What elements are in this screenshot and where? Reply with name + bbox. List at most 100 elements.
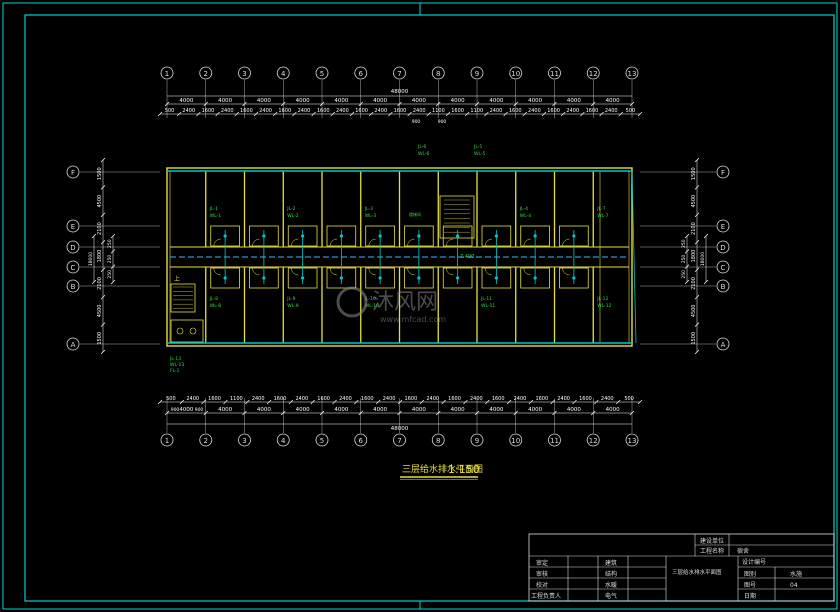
tb-row-struct: 结构 — [605, 570, 617, 578]
top-detail-dim-value: 2400 — [605, 108, 618, 114]
right-side-dim-tick — [694, 157, 700, 163]
pipe-tag-top: WL-6 — [418, 151, 430, 157]
watermark: 沐风网 www.mfcad.com — [336, 286, 446, 324]
pipe-tag-south: WL-8 — [210, 303, 222, 309]
top-bay-dim-tick — [552, 101, 557, 107]
top-bay-dim-value: 4000 — [567, 98, 581, 104]
door-swing-south — [291, 267, 299, 276]
bottom-bay-dim-tick — [281, 410, 286, 416]
top-bay-dim-tick — [591, 101, 596, 107]
bottom-detail-dim-tick — [332, 399, 337, 405]
bottom-detail-dim-tick — [550, 399, 555, 405]
top-detail-dim-tick — [599, 111, 604, 117]
top-detail-dim-value: 1600 — [547, 108, 560, 114]
top-detail-dim-tick — [215, 111, 220, 117]
bottom-detail-dim-tick — [354, 399, 359, 405]
door-swing-north — [407, 238, 415, 247]
bottom-small-dim: 900 — [171, 407, 180, 413]
toilet-west — [170, 319, 204, 343]
bottom-detail-dim-value: 1600 — [579, 396, 592, 402]
fixture-circle — [176, 327, 184, 335]
bottom-detail-dim-value: 1600 — [274, 396, 287, 402]
bottom-detail-dim-value: 2400 — [426, 396, 439, 402]
top-bay-dim-tick — [203, 101, 208, 107]
bottom-bay-dim-tick — [358, 410, 363, 416]
pipe-tag-north: WL-7 — [597, 213, 609, 219]
tb-row-check: 校对 — [536, 581, 548, 589]
top-bay-dim-tick — [397, 101, 402, 107]
row-axis-label-left: C — [71, 264, 76, 272]
top-detail-dim-value: 2400 — [259, 108, 272, 114]
top-small-dim: 900 — [412, 119, 421, 125]
riser-north — [572, 234, 576, 238]
right-side-dim-tick — [694, 294, 700, 300]
top-detail-dim-tick — [388, 111, 393, 117]
row-axis-bubble-right — [716, 165, 730, 179]
axis-label-bottom: 8 — [436, 437, 440, 445]
top-detail-dim-tick — [157, 111, 163, 117]
right-side-dim-value: 1800 — [691, 250, 697, 263]
axis-label-top: 6 — [359, 70, 364, 78]
right-sub-dim-tick — [684, 264, 690, 269]
row-axis-label-right: F — [721, 169, 725, 177]
bottom-bay-dim-tick — [552, 410, 557, 416]
row-axis-bubble-left — [66, 219, 80, 233]
top-detail-dim-tick — [618, 111, 624, 117]
pipe-tag-north: WL-1 — [210, 213, 222, 219]
axis-label-top: 7 — [397, 70, 401, 78]
riser-south — [572, 276, 576, 280]
bottom-bay-dim-value: 4000 — [489, 407, 503, 413]
top-detail-dim-value: 2400 — [182, 108, 195, 114]
top-detail-dim-tick — [176, 111, 182, 117]
bottom-detail-dim-tick — [245, 399, 250, 405]
riser-north — [339, 234, 343, 238]
axis-label-bottom: 13 — [628, 437, 637, 445]
row-axis-bubble-right — [716, 219, 730, 233]
top-detail-dim-value: 1100 — [470, 108, 483, 114]
left-total-dim-value: 18000 — [88, 252, 94, 266]
pipe-tag-south: JL-10 — [364, 296, 376, 302]
bottom-detail-dim-value: 2400 — [252, 396, 265, 402]
right-side-dim-tick — [694, 322, 700, 327]
pipe-tag-bottom: FL-1 — [170, 368, 180, 374]
left-side-dim-tick — [100, 212, 106, 218]
exterior-wall — [166, 167, 633, 347]
axis-bubble-bottom — [548, 433, 561, 447]
axis-bubble-bottom — [238, 433, 251, 447]
riser-north — [262, 234, 266, 238]
riser-north — [456, 234, 460, 238]
title-block-frame — [528, 533, 835, 602]
left-side-dim-value: 4500 — [97, 195, 103, 208]
axis-label-bottom: 1 — [165, 437, 169, 445]
bottom-bay-dim-value: 4000 — [179, 407, 193, 413]
bottom-detail-dim-tick — [157, 399, 163, 405]
top-small-dim: 900 — [438, 119, 447, 125]
bottom-detail-dim-value: 2400 — [514, 396, 527, 402]
row-axis-bubble-right — [716, 279, 730, 293]
bottom-detail-dim-value: 1100 — [230, 396, 243, 402]
axis-label-bottom: 6 — [359, 437, 364, 445]
right-side-dim-value: 1500 — [691, 167, 697, 180]
pipe-tag-south: JL-11 — [480, 296, 492, 302]
door-swing-north — [562, 238, 570, 247]
bottom-detail-dim-tick — [310, 399, 315, 405]
row-axis-bubble-right — [716, 240, 730, 254]
axis-label-top: 1 — [165, 70, 169, 78]
axis-label-top: 9 — [475, 70, 479, 78]
pipe-tag-top: JL-6 — [417, 144, 426, 150]
axis-bubble-top — [625, 66, 639, 80]
bottom-detail-dim-tick — [572, 399, 577, 405]
top-detail-dim-tick — [637, 111, 643, 117]
tb-row-lead: 工程负责人 — [531, 592, 561, 600]
bottom-bay-dim-value: 4000 — [412, 407, 426, 413]
bottom-detail-dim-value: 1600 — [361, 396, 374, 402]
bottom-detail-dim-tick — [463, 399, 468, 405]
pipe-tag-south: JL-9 — [286, 296, 295, 302]
axis-bubble-top — [354, 66, 368, 80]
bottom-bay-dim-value: 4000 — [257, 407, 271, 413]
bottom-bay-dim-tick — [629, 410, 635, 416]
riser-north — [494, 234, 498, 238]
bottom-bay-dim-value: 4000 — [567, 407, 581, 413]
bottom-detail-dim-value: 500 — [624, 396, 634, 402]
